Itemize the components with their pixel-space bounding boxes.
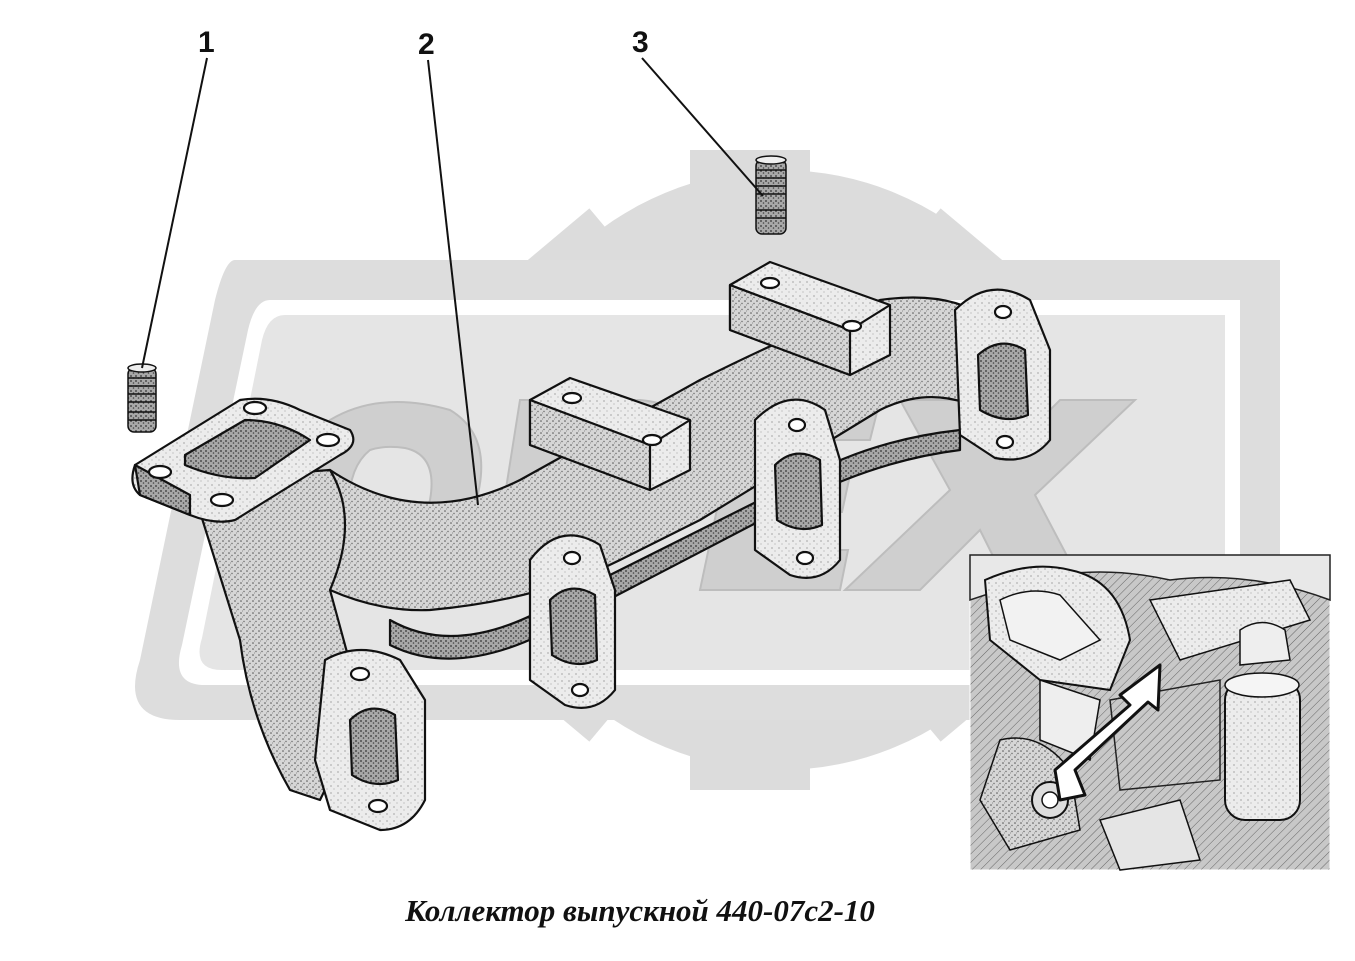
callout-1: 1 <box>198 26 215 59</box>
leader-lines <box>141 57 764 506</box>
stud-1-icon <box>127 363 157 433</box>
callout-2: 2 <box>418 28 435 61</box>
inset-engine-view <box>969 554 1331 871</box>
stud-3-icon <box>755 155 787 235</box>
locator-arrow-icon <box>1053 663 1162 802</box>
figure-caption: Коллектор выпускной 440-07с2-10 <box>405 893 875 928</box>
exhaust-manifold <box>131 260 1052 832</box>
callout-3: 3 <box>632 26 649 59</box>
